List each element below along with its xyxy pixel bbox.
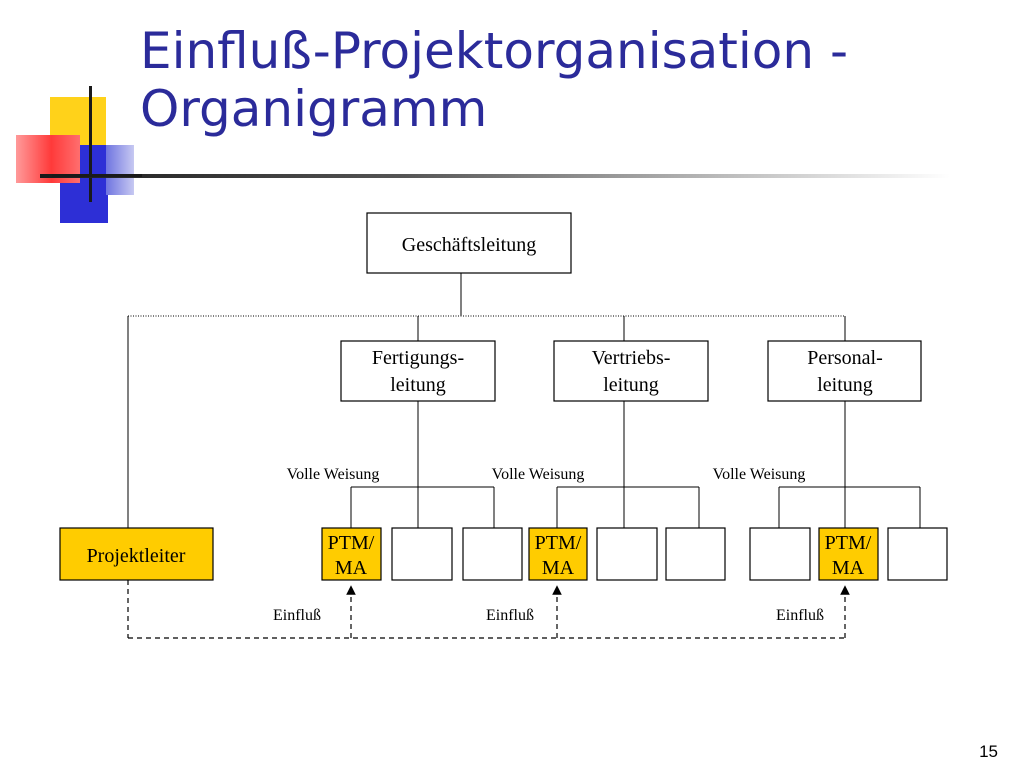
- slide-title-line2: Organigramm: [140, 80, 488, 138]
- solid-connectors: [127, 273, 921, 528]
- box-ptm-3: PTM/ MA: [818, 527, 879, 581]
- logo-horizontal-line: [52, 174, 142, 177]
- page-number: 15: [979, 742, 998, 761]
- influence-lines: [127, 580, 850, 639]
- box-staff-1b: [391, 527, 453, 581]
- ptm1-line2: MA: [335, 557, 368, 579]
- authority-label-1: Volle Weisung: [287, 466, 380, 483]
- ptm3-line2: MA: [832, 557, 865, 579]
- title-underline: [40, 174, 950, 178]
- slide-title: Einfluß-Projektorganisation - Organigram…: [140, 22, 1000, 138]
- label-projektleiter: Projektleiter: [87, 545, 186, 567]
- ptm1-line1: PTM/: [328, 532, 375, 554]
- logo-blue-gradient: [106, 145, 134, 195]
- box-dept-fertigung: Fertigungs- leitung: [340, 340, 496, 402]
- box-staff-2c: [665, 527, 726, 581]
- dept1-line1: Fertigungs-: [372, 347, 464, 369]
- box-dept-vertrieb: Vertriebs- leitung: [553, 340, 709, 402]
- dept3-line2: leitung: [817, 374, 873, 396]
- box-dept-personal: Personal- leitung: [767, 340, 922, 402]
- box-staff-3c: [887, 527, 948, 581]
- authority-label-2: Volle Weisung: [492, 466, 585, 483]
- influence-label-1: Einfluß: [273, 607, 321, 624]
- label-geschaeftsleitung: Geschäftsleitung: [402, 234, 536, 256]
- dept2-line2: leitung: [603, 374, 659, 396]
- authority-label-3: Volle Weisung: [713, 466, 806, 483]
- ptm3-line1: PTM/: [825, 532, 872, 554]
- box-staff-3a: [749, 527, 811, 581]
- box-staff-1c: [462, 527, 523, 581]
- slide-title-line1: Einfluß-Projektorganisation -: [140, 22, 848, 80]
- box-projektleiter: Projektleiter: [59, 527, 214, 581]
- ptm2-line2: MA: [542, 557, 575, 579]
- box-ptm-2: PTM/ MA: [528, 527, 588, 581]
- box-geschaeftsleitung: Geschäftsleitung: [366, 212, 572, 274]
- logo-vertical-line: [89, 86, 92, 202]
- influence-label-3: Einfluß: [776, 607, 824, 624]
- box-ptm-1: PTM/ MA: [321, 527, 382, 581]
- dept3-line1: Personal-: [807, 347, 883, 369]
- dept2-line1: Vertriebs-: [592, 347, 671, 369]
- box-staff-2b: [596, 527, 658, 581]
- dept1-line2: leitung: [390, 374, 446, 396]
- influence-label-2: Einfluß: [486, 607, 534, 624]
- ptm2-line1: PTM/: [535, 532, 582, 554]
